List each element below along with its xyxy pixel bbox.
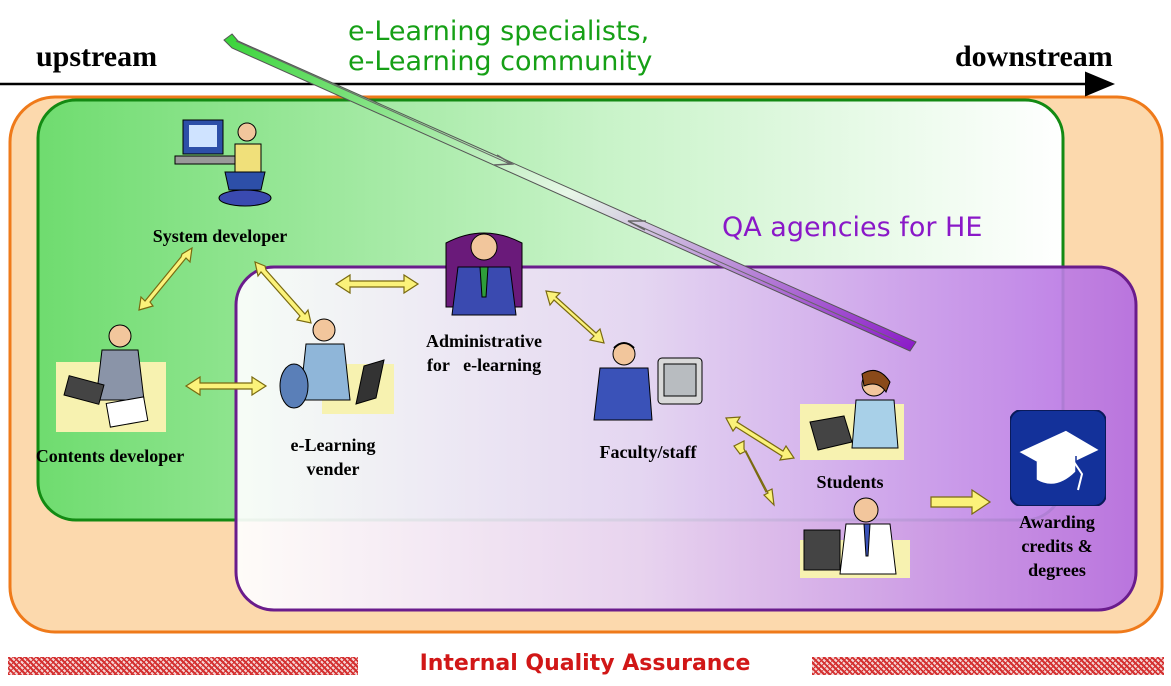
awarding-line-1: Awarding — [1019, 512, 1095, 532]
arrow-contents-vendor — [184, 375, 268, 397]
executive-icon — [445, 232, 523, 316]
footer-hatch-left — [8, 657, 358, 675]
thinking-man-icon — [800, 497, 910, 578]
upstream-label: upstream — [36, 40, 158, 73]
arrow-faculty-thinker — [733, 440, 775, 507]
footer-hatch-right — [812, 657, 1164, 675]
contents-developer-label: Contents developer — [35, 446, 185, 466]
system-developer-label: System developer — [152, 226, 288, 246]
vendor-label: e-Learning vender — [258, 433, 408, 481]
person-at-computer-icon — [174, 119, 272, 207]
admin-line-2: for e-learning — [426, 355, 542, 375]
headset-operator-icon — [593, 342, 703, 421]
student-laptop-icon — [800, 369, 904, 460]
external-line-2: e-Learning community — [348, 46, 653, 77]
external-line-1: e-Learning specialists, — [348, 16, 650, 47]
awarding-line-3: degrees — [1028, 560, 1086, 580]
arrow-sysdev-vendor — [254, 261, 312, 324]
qa-agencies-label: QA agencies for HE — [722, 212, 983, 243]
institution-region — [234, 265, 1138, 612]
faculty-staff-label: Faculty/staff — [599, 442, 697, 462]
admin-line-1: Administrative — [426, 331, 542, 351]
band-arrow-2 — [629, 221, 901, 343]
graduation-cap-icon — [1010, 410, 1106, 506]
downstream-label: downstream — [955, 40, 1113, 73]
arrow-faculty-students — [725, 416, 796, 461]
arrow-students-awarding — [930, 488, 992, 516]
person-writing-icon — [56, 324, 166, 432]
vendor-line-2: vender — [306, 459, 360, 479]
vendor-line-1: e-Learning — [290, 435, 376, 455]
awarding-line-2: credits & — [1021, 536, 1093, 556]
external-specialists-label: e-Learning specialists, e-Learning commu… — [348, 17, 652, 77]
person-at-laptop-icon — [279, 318, 394, 414]
internal-qa-label: Internal Quality Assurance — [419, 651, 751, 676]
arrow-sysdev-contents — [138, 246, 193, 311]
band-arrow-1 — [235, 40, 511, 165]
arrow-admin-faculty — [545, 290, 605, 344]
arrow-vendor-admin — [334, 273, 420, 295]
students-label: Students — [816, 472, 884, 492]
awarding-label: Awarding credits & degrees — [994, 510, 1120, 582]
administrative-label: Administrative for e-learning — [404, 329, 564, 377]
